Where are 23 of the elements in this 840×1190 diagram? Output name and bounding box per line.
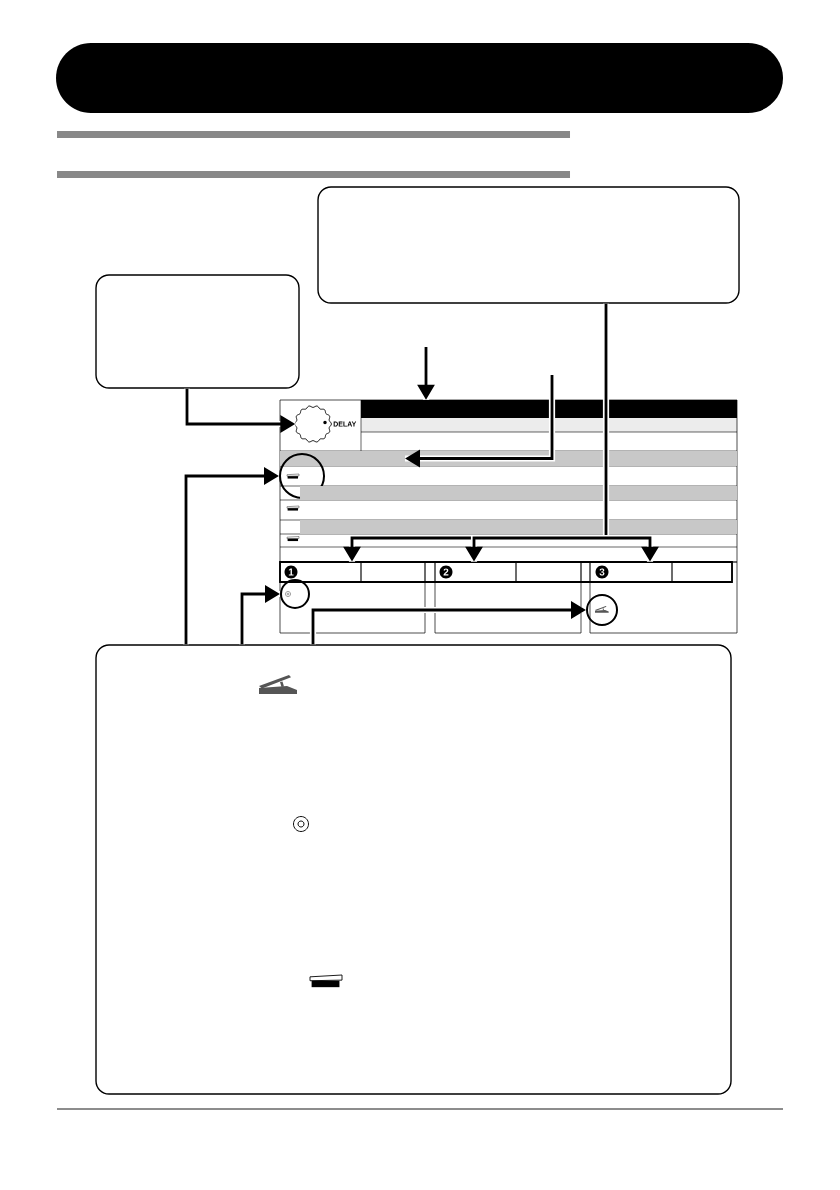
panel-heading-cell: 3 (589, 561, 673, 583)
table-row (608, 520, 737, 534)
header-bar (555, 400, 603, 418)
highlight-circle (280, 579, 310, 609)
arrow (606, 534, 659, 562)
arrow (182, 467, 279, 645)
table-row (300, 520, 603, 534)
panel-heading-cell: 1 (279, 561, 362, 583)
arrow (309, 601, 586, 645)
header-bar (608, 400, 737, 418)
callout-box (317, 186, 740, 304)
arrow (238, 585, 280, 645)
knob (294, 405, 332, 443)
title-bar (56, 43, 783, 113)
table-row (608, 451, 737, 466)
table-row (300, 486, 603, 500)
arrow (405, 375, 556, 468)
panel-heading-cell: 2 (434, 561, 517, 583)
callout-box (95, 644, 732, 1095)
table-row (608, 486, 737, 500)
highlight-circle (586, 594, 618, 626)
callout-box (95, 274, 300, 389)
highlight-circle (279, 453, 325, 499)
